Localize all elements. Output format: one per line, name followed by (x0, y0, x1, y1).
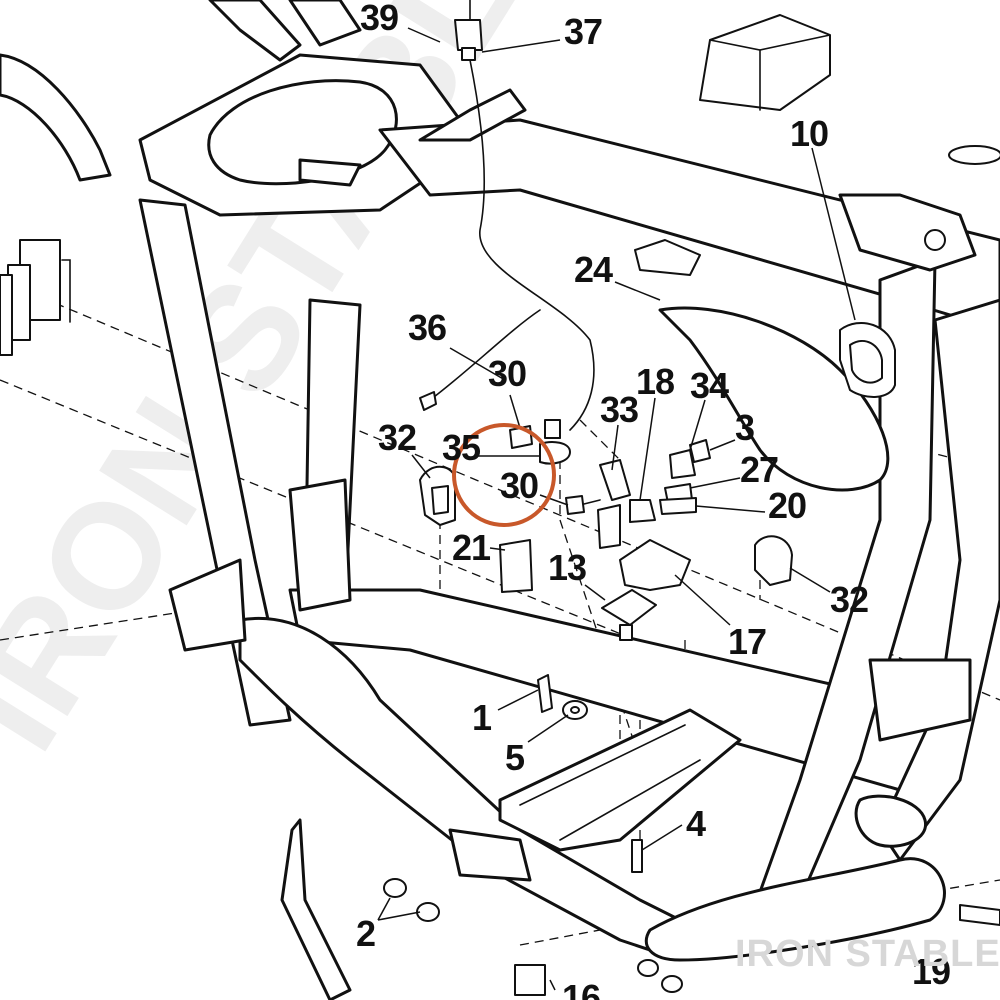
callout-39: 39 (360, 0, 398, 38)
callout-13: 13 (548, 547, 586, 588)
callout-3: 3 (735, 407, 754, 448)
part-33-lever (597, 459, 631, 549)
callout-5: 5 (505, 737, 525, 778)
callout-4: 4 (686, 803, 706, 844)
part-13-stud (619, 624, 633, 641)
callout-30-upper: 30 (488, 353, 526, 394)
callout-20: 20 (768, 485, 806, 526)
callout-10: 10 (790, 113, 828, 154)
part-36-cable (419, 309, 541, 411)
callout-19: 19 (912, 951, 950, 992)
callout-32-left: 32 (378, 417, 416, 458)
part-32-right-clip (754, 535, 793, 586)
leader-lines (377, 27, 856, 991)
callout-37: 37 (564, 11, 602, 52)
callout-30-lower: 30 (500, 465, 538, 506)
callout-16: 16 (562, 977, 600, 1000)
part-1-pin (537, 674, 553, 713)
highlight-circle (452, 423, 556, 527)
callout-27: 27 (740, 449, 778, 490)
part-21-clip (499, 539, 533, 593)
callout-1: 1 (472, 697, 492, 738)
part-17-bracket (619, 539, 691, 591)
part-13-plate (601, 589, 657, 626)
callout-18: 18 (636, 361, 674, 402)
left-edge-clamp (0, 239, 71, 356)
harness-wire (454, 0, 595, 431)
callout-36: 36 (408, 307, 446, 348)
right-edge-part (959, 904, 1000, 926)
part-10-grommet (839, 321, 896, 398)
callout-33: 33 (600, 389, 638, 430)
part-24-clip (634, 239, 701, 276)
part-16-clip (514, 964, 546, 996)
lower-left-hook (280, 818, 352, 1000)
callout-24: 24 (574, 249, 613, 290)
parts-18-34-3-27-20 (629, 439, 711, 523)
callout-34: 34 (690, 365, 729, 406)
part-2-grommets (383, 878, 683, 993)
part-32-left-clip (419, 465, 456, 526)
callout-21: 21 (452, 527, 491, 568)
callout-17: 17 (728, 621, 766, 662)
seat-bracket-part (699, 14, 831, 111)
callout-2: 2 (356, 913, 375, 954)
part-4-bolt (631, 839, 643, 873)
callout-32-right: 32 (830, 579, 868, 620)
watermark-corner: IRON STABLE (735, 933, 1000, 975)
callout-35: 35 (442, 427, 481, 468)
grommet-top-right (948, 145, 1000, 165)
callout-labels: 39 37 10 24 36 30 32 35 30 33 18 34 3 27… (356, 0, 951, 1000)
